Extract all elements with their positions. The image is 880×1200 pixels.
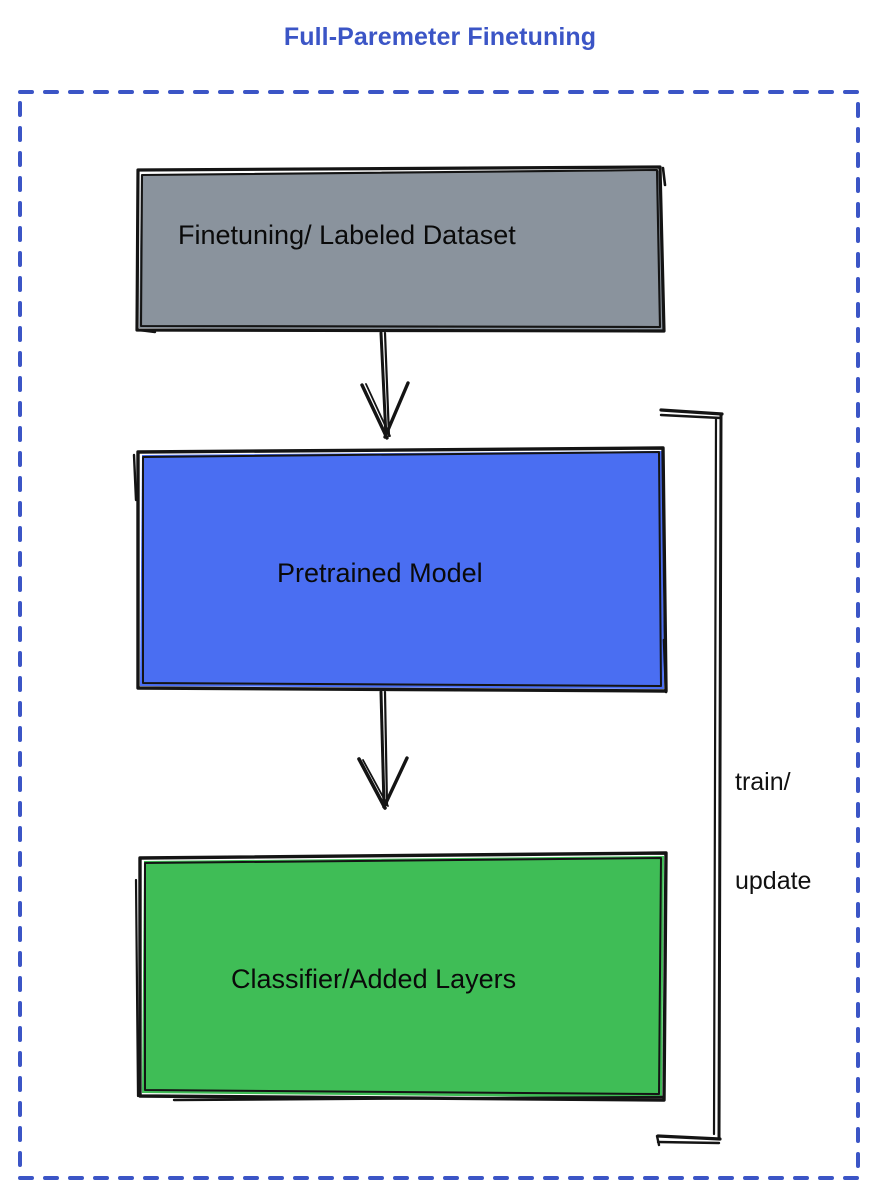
edge-pretrained-to-classifier [357,690,409,810]
node-classifier-fill [142,856,664,1098]
node-classifier-label: Classifier/Added Layers [231,964,517,994]
node-classifier-outline-b [144,857,662,1095]
node-pretrained-overshoot-left [132,453,138,502]
node-classifier[interactable] [134,851,668,1102]
node-pretrained-overshoot-right [662,638,668,694]
node-dataset-overshoot-bottom [137,328,157,334]
bracket-spine-b [712,416,718,1136]
bracket-top-arm-a [659,408,724,416]
feedback-annotation: train/ update [735,700,811,964]
edge-feedback-bracket [655,408,724,1147]
node-pretrained-fill [140,451,664,689]
arrow1-head-left-b [365,383,391,437]
arrow2-head-left-b [362,759,389,807]
bracket-top-arm-b [659,413,723,420]
arrow1-shaft-a [379,331,388,439]
arrow2-shaft-b [383,690,389,807]
node-pretrained[interactable] [132,446,668,694]
arrow1-shaft-b [383,331,391,438]
node-dataset-fill [139,171,663,330]
arrow2-shaft-a [379,690,386,808]
bracket-bottom-tip [655,1134,661,1147]
feedback-annotation-line1: train/ [735,768,791,796]
arrow1-head-right [383,381,410,439]
bracket-spine-a [717,412,723,1139]
node-classifier-outline-a [138,851,668,1102]
arrow2-head-left [357,757,387,810]
node-classifier-overshoot-bottom [172,1095,666,1102]
arrow1-head-left [360,383,389,440]
node-dataset-label: Finetuning/ Labeled Dataset [178,220,516,250]
bracket-bottom-arm-a [656,1134,722,1141]
node-dataset-outline-b [139,168,662,329]
page-title: Full-Paremeter Finetuning [283,23,597,51]
arrow2-head-right [382,756,409,809]
node-classifier-overshoot-left [134,878,140,1098]
edge-dataset-to-pretrained [360,331,410,440]
node-dataset-overshoot-right [661,166,667,187]
node-dataset-outline-a [135,165,666,333]
node-pretrained-outline-b [142,451,662,687]
node-pretrained-label: Pretrained Model [277,558,483,588]
node-dataset[interactable] [135,165,667,334]
bracket-bottom-arm-b [656,1140,721,1145]
feedback-annotation-line2: update [735,867,812,895]
